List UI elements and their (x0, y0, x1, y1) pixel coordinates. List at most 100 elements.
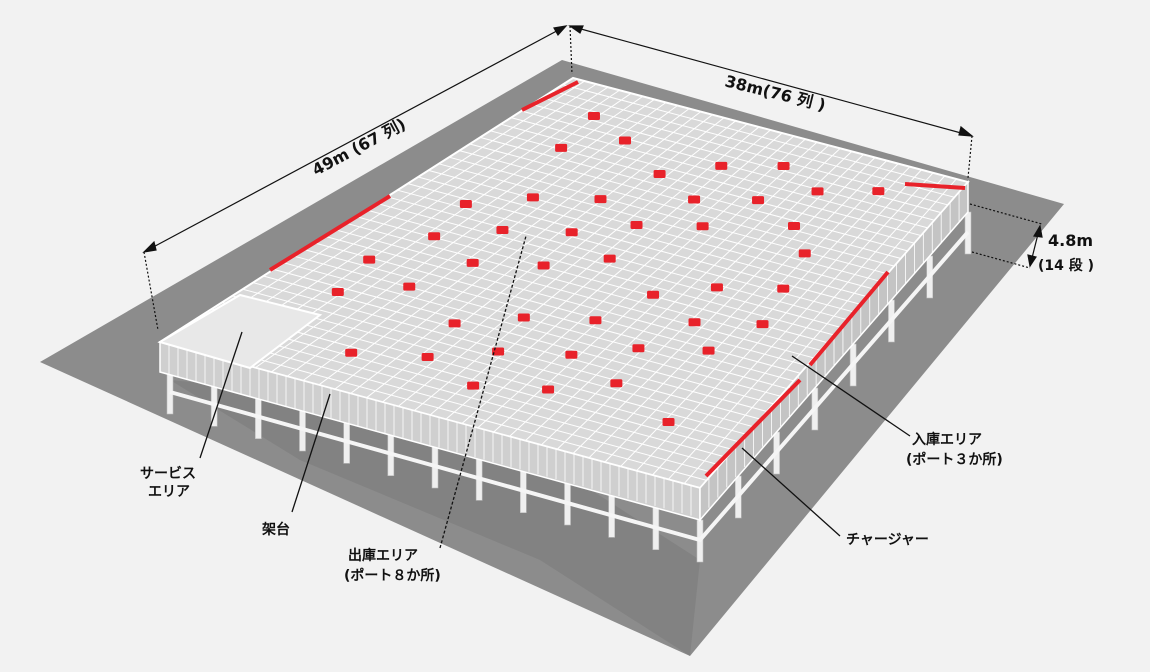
robot-icon (403, 282, 416, 291)
robot-icon (603, 254, 616, 263)
grid-line (445, 132, 783, 420)
robot-icon (594, 195, 607, 204)
grid-line (540, 151, 853, 446)
grid-face-lines (159, 182, 969, 518)
outbound-area-label-line1: 出庫エリア (348, 547, 418, 564)
robot-icon (610, 379, 623, 388)
grid-line (382, 120, 736, 403)
robot-icon (589, 316, 602, 325)
robot-icon (787, 222, 800, 230)
robot-icon (696, 222, 709, 231)
frame-label: 架台 (261, 521, 290, 538)
robot-icon (688, 195, 701, 204)
robot-icon (619, 136, 632, 145)
robot-icon (777, 162, 790, 171)
grid-line (493, 141, 818, 433)
service-area-label-line1: サービス (140, 466, 196, 482)
robot-icon (630, 220, 643, 229)
grid-line (572, 157, 876, 455)
robot-icon (756, 320, 769, 329)
arrow-head-icon (1033, 224, 1043, 238)
width-dimension-line (143, 25, 567, 253)
charger-leader (741, 447, 841, 537)
service-area (157, 293, 323, 370)
grid-line (286, 102, 667, 377)
robot-icon (467, 381, 480, 390)
grid-line (477, 138, 806, 429)
arrow-head-icon (1027, 254, 1037, 268)
grid-line (651, 172, 934, 476)
support-beam (169, 230, 970, 543)
length-dimension-label: 38m(76 列 ) (723, 71, 828, 114)
arrow-head-icon (958, 125, 974, 137)
extension-line (967, 135, 973, 179)
callout-leaders (199, 235, 911, 549)
grid-line (334, 111, 702, 390)
robot-icon (555, 143, 568, 152)
robot-icon (752, 196, 765, 205)
length-dimension-line (569, 25, 973, 137)
grid-line (255, 95, 643, 369)
robot-icon (565, 228, 578, 237)
robot-icon (811, 187, 824, 196)
frame-leader (291, 393, 331, 513)
robot-icon (466, 258, 479, 267)
charger-label: チャージャー (846, 532, 929, 548)
arrow-head-icon (142, 240, 157, 253)
robot-icon (632, 344, 645, 353)
charger-strip-top (521, 80, 579, 112)
extension-line (569, 25, 573, 75)
grid-line (270, 99, 655, 373)
arrow-head-icon (553, 25, 568, 37)
robot-icon (653, 170, 666, 179)
grid-line (604, 163, 899, 463)
robot-icon (526, 193, 539, 202)
grid-line (302, 105, 678, 382)
grid-line (683, 178, 957, 485)
grid-line (429, 129, 771, 416)
grid-line (413, 126, 760, 412)
grid-line (461, 135, 795, 424)
grid-line (556, 154, 864, 450)
grid-line (588, 160, 888, 459)
robot-icon (710, 283, 723, 292)
robot-icon (331, 287, 344, 296)
storage-grid (157, 76, 970, 523)
grid-line (397, 123, 748, 407)
robot-icon (715, 161, 728, 170)
grid-line (366, 117, 725, 399)
robot-icon (647, 290, 660, 299)
dimension-lines (142, 25, 1043, 331)
robot-icon (798, 249, 811, 258)
robot-icon (587, 111, 600, 120)
robot-icon (688, 318, 701, 327)
service-area-label-line2: エリア (148, 484, 190, 500)
charger-strip-right (904, 182, 966, 190)
inbound-area-label-line2: (ポート３か所) (906, 451, 1003, 468)
grid-line (350, 114, 713, 394)
robot-icon (542, 385, 555, 394)
robot-icon (565, 350, 578, 359)
grid-line (620, 166, 911, 467)
grid-line (524, 147, 841, 442)
robot-icon (421, 353, 434, 362)
height-value-label: 4.8m (1048, 231, 1093, 250)
inbound-leader (791, 355, 911, 437)
robot-icon (345, 348, 358, 357)
grid-line (667, 175, 946, 480)
robot-icon (702, 346, 715, 355)
charger-strip-front (704, 378, 802, 478)
arrow-head-icon (568, 25, 584, 34)
robot-icon (496, 226, 509, 235)
robot-icon (517, 313, 530, 322)
grid-line (636, 169, 922, 472)
robot-icon (428, 232, 441, 241)
robot-icon (777, 284, 790, 293)
inbound-area-label-line1: 入庫エリア (912, 431, 982, 448)
service-area-leader (199, 331, 243, 459)
height-sub-label: (14 段 ) (1038, 257, 1094, 274)
robot-icon (872, 187, 885, 196)
robot-icon (459, 199, 472, 208)
height-extension-top (969, 203, 1043, 225)
